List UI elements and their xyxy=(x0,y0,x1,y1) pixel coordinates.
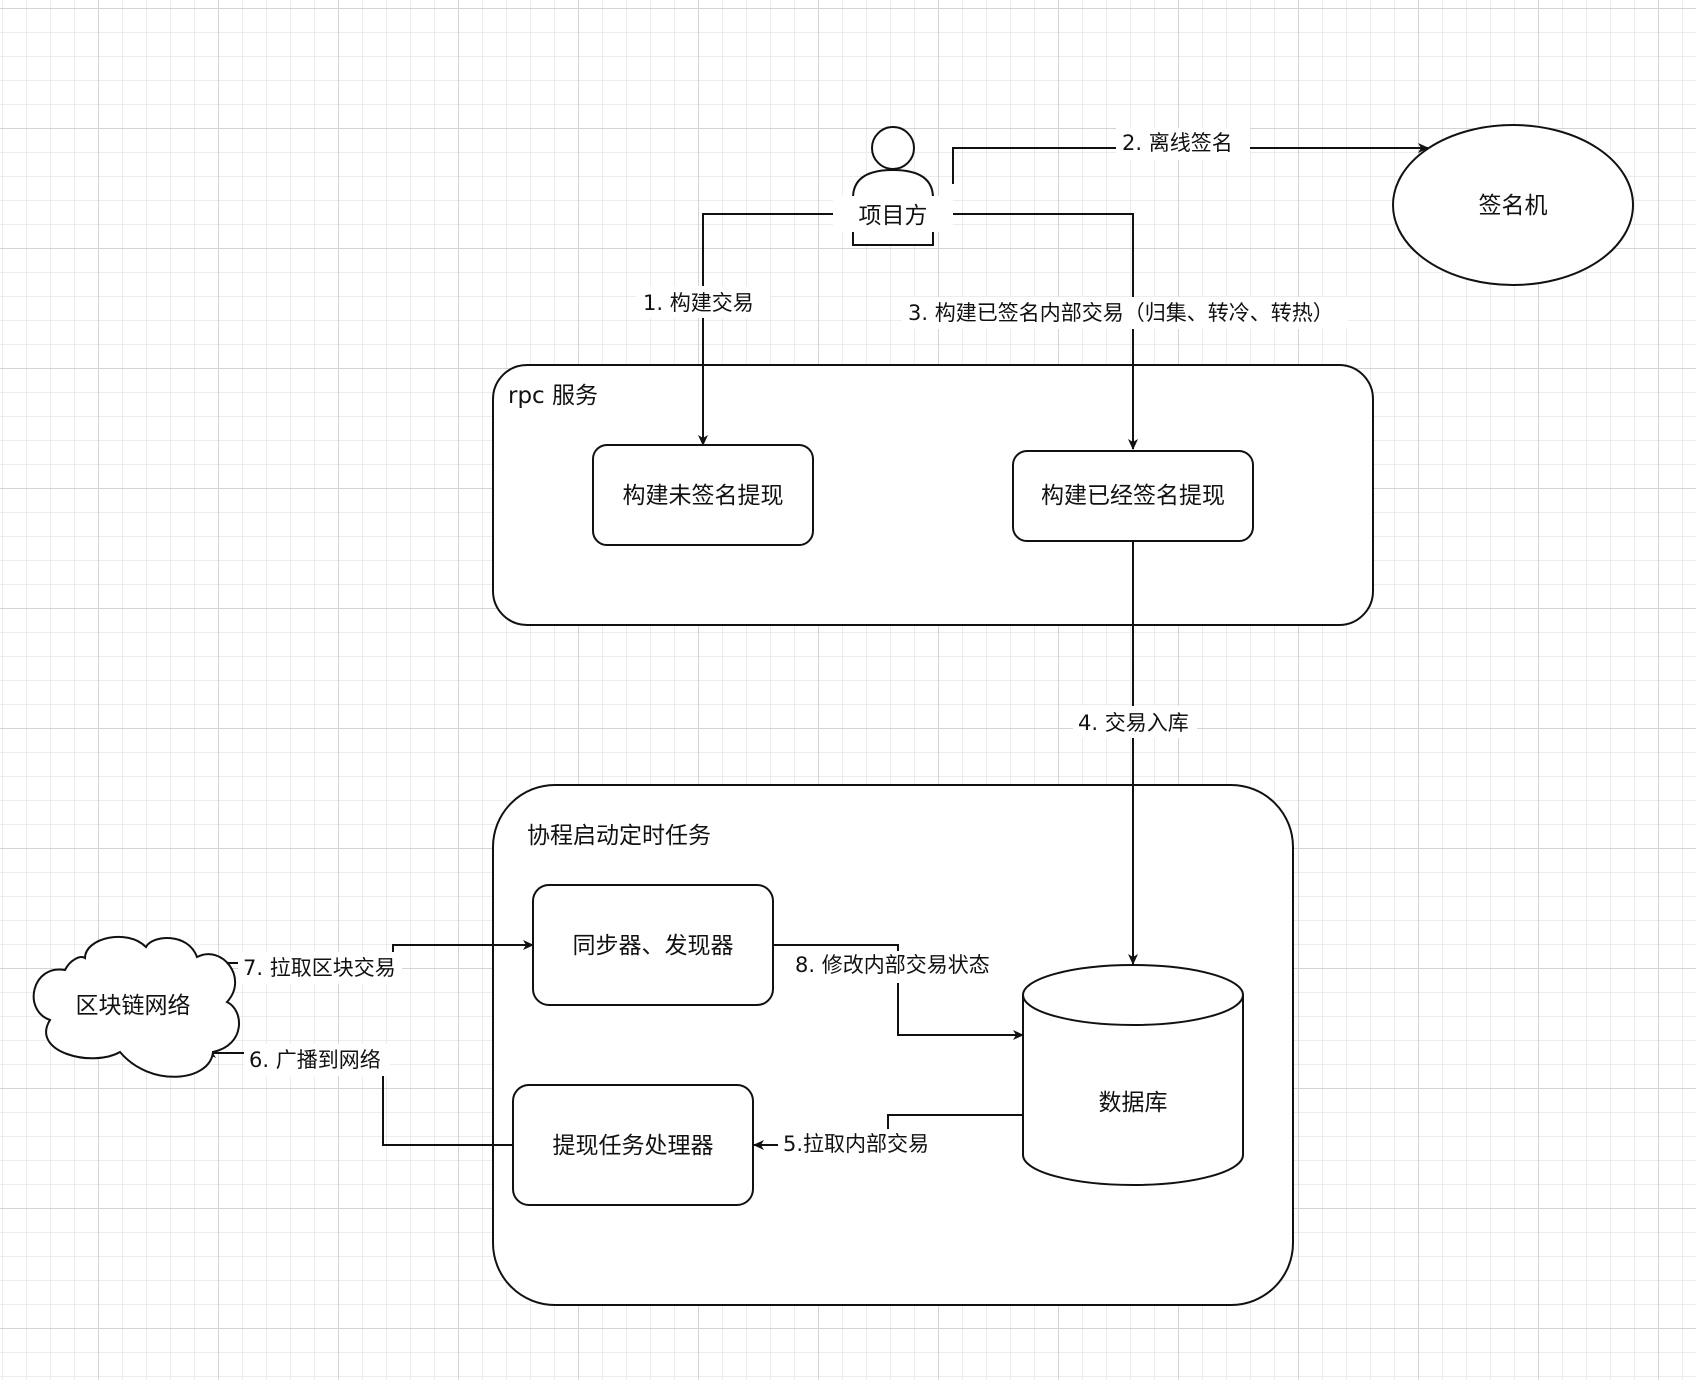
database-body xyxy=(1022,995,1244,1186)
edge-label-4: 4. 交易入库 xyxy=(1078,711,1189,735)
edge-label-5: 5.拉取内部交易 xyxy=(783,1132,929,1156)
rpc-service-title: rpc 服务 xyxy=(508,383,598,409)
edge-offline-sign xyxy=(952,143,1429,184)
edge-labels: 1. 构建交易 2. 离线签名 3. 构建已签名内部交易（归集、转冷、转热） 4… xyxy=(238,128,1348,1161)
coroutine-tasks-title: 协程启动定时任务 xyxy=(527,823,711,849)
signer-node[interactable]: 签名机 xyxy=(1392,124,1634,286)
edge-build-signed-internal xyxy=(953,213,1138,450)
actor-head xyxy=(871,126,915,170)
build-unsigned-label: 构建未签名提现 xyxy=(623,483,784,509)
database-label: 数据库 xyxy=(1099,1090,1168,1116)
withdraw-processor-label: 提现任务处理器 xyxy=(553,1133,714,1159)
edge-update-tx-status xyxy=(773,944,1024,1040)
edge-label-8: 8. 修改内部交易状态 xyxy=(795,953,990,977)
withdraw-processor-box xyxy=(512,1084,754,1206)
edge-label-2: 2. 离线签名 xyxy=(1122,131,1233,155)
rpc-service-container xyxy=(492,364,1374,626)
build-unsigned-box xyxy=(592,444,814,546)
rpc-service-group[interactable]: rpc 服务 xyxy=(492,364,1374,626)
build-signed-node[interactable]: 构建已经签名提现 xyxy=(1012,450,1254,542)
syncer-label: 同步器、发现器 xyxy=(573,933,734,959)
syncer-node[interactable]: 同步器、发现器 xyxy=(532,884,774,1006)
edge-label-6: 6. 广播到网络 xyxy=(249,1048,381,1072)
build-signed-box xyxy=(1012,450,1254,542)
cloud-icon xyxy=(32,935,240,1078)
edge-label-7: 7. 拉取区块交易 xyxy=(243,956,396,980)
blockchain-node[interactable]: 区块链网络 xyxy=(32,935,240,1078)
build-unsigned-node[interactable]: 构建未签名提现 xyxy=(592,444,814,546)
database-top xyxy=(1022,964,1244,1026)
withdraw-processor-node[interactable]: 提现任务处理器 xyxy=(512,1084,754,1206)
syncer-box xyxy=(532,884,774,1006)
signer-label: 签名机 xyxy=(1479,193,1548,219)
database-node[interactable]: 数据库 xyxy=(1022,964,1244,1186)
edge-build-transaction xyxy=(698,213,833,446)
actor-label-bg xyxy=(833,196,953,232)
build-signed-label: 构建已经签名提现 xyxy=(1041,483,1225,509)
blockchain-label: 区块链网络 xyxy=(76,993,191,1019)
edge-label-3: 3. 构建已签名内部交易（归集、转冷、转热） xyxy=(908,301,1334,325)
edge-label-1: 1. 构建交易 xyxy=(643,291,754,315)
signer-ellipse xyxy=(1392,124,1634,286)
actor-label: 项目方 xyxy=(859,203,928,229)
actor-node[interactable]: 项目方 xyxy=(833,126,953,246)
